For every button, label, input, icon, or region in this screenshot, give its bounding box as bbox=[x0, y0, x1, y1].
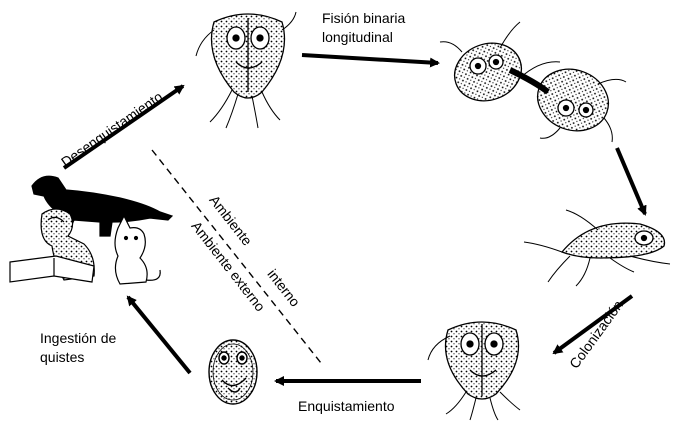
binary-fission-icon bbox=[440, 22, 626, 142]
arrow-ingestion bbox=[128, 297, 190, 373]
trophozoite-bottom-icon bbox=[428, 322, 520, 420]
fision-label-line2: longitudinal bbox=[322, 29, 393, 46]
enquistamiento-label: Enquistamiento bbox=[298, 398, 395, 415]
arrow-fision bbox=[302, 55, 438, 63]
arrow-to-colonization bbox=[617, 148, 645, 214]
environment-boundary bbox=[152, 150, 321, 363]
ingestion-label-line1: Ingestión de bbox=[40, 330, 116, 347]
fision-label-line1: Fisión binaria bbox=[322, 10, 405, 27]
host-dog-child-cat-icon bbox=[10, 176, 172, 284]
flagellate-icon bbox=[524, 210, 670, 286]
ingestion-label-line2: quistes bbox=[40, 349, 84, 366]
trophozoite-top-icon bbox=[196, 12, 296, 128]
cyst-icon bbox=[209, 340, 257, 404]
